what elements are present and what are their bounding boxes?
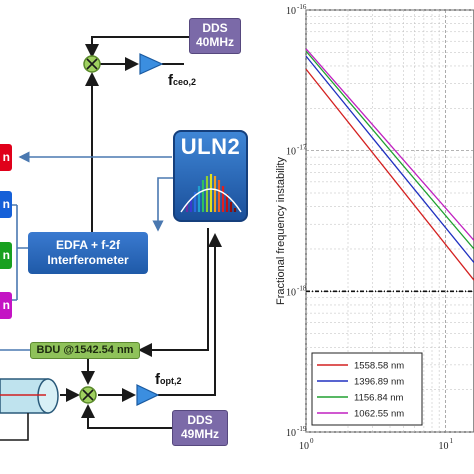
y-tick-exponent: -17: [297, 144, 307, 152]
dds-top-wire: [85, 36, 189, 58]
mixer-bottom-icon: [79, 386, 97, 404]
filter-top-icon: [139, 53, 164, 75]
f-opt-label: fopt,2: [155, 371, 182, 388]
dds-49mhz-box: DDS 49MHz: [172, 410, 228, 446]
output-box-blue-label: n: [2, 197, 10, 211]
uln2-title: ULN2: [180, 134, 241, 159]
series-line-2: [305, 55, 474, 264]
dds-bottom-line1: DDS: [187, 413, 213, 427]
bdu-label: BDU @1542.54 nm: [36, 344, 134, 356]
output-box-green: n: [0, 242, 12, 269]
legend-label-1: 1558.58 nm: [354, 361, 404, 372]
output-box-green-label: n: [2, 248, 10, 262]
output-box-magenta-label: n: [2, 298, 10, 312]
output-box-magenta: n: [0, 292, 12, 319]
legend-label-4: 1062.55 nm: [354, 409, 404, 420]
uln-to-bdu: [138, 228, 209, 357]
series-line-4: [305, 48, 474, 241]
mixer-top-icon: [83, 55, 101, 73]
dds-top-line1: DDS: [202, 21, 228, 35]
edfa-line1: EDFA + f-2f: [56, 238, 120, 252]
y-tick-exponent: -19: [297, 425, 307, 433]
x-tick-exponent: 0: [310, 437, 314, 445]
f-ceo-sub: ceo,2: [173, 77, 197, 87]
y-tick-label: 10: [286, 287, 296, 298]
edfa-to-boxes: [8, 204, 28, 301]
series-line-3: [305, 50, 474, 250]
y-tick-label: 10: [286, 428, 296, 439]
dds-bottom-wire: [81, 404, 172, 429]
f-opt-base: f: [155, 371, 160, 388]
legend-label-2: 1396.89 nm: [354, 377, 404, 388]
filter-bottom-out: [158, 233, 222, 396]
y-axis-label: Fractional frequency instability: [275, 157, 287, 305]
bdu-box: BDU @1542.54 nm: [30, 342, 140, 359]
filter-bottom-icon: [136, 384, 160, 406]
y-tick-label: 10: [286, 147, 296, 158]
x-tick-exponent: 1: [450, 437, 454, 445]
uln2-box: ULN2: [173, 130, 248, 222]
f-ceo-label: fceo,2: [168, 72, 196, 89]
f-opt-sub: opt,2: [160, 376, 182, 386]
legend-label-3: 1156.84 nm: [354, 393, 404, 404]
output-box-blue: n: [0, 191, 12, 218]
x-tick-label: 10: [299, 441, 309, 452]
y-tick-label: 10: [286, 6, 296, 17]
output-box-red: n: [0, 144, 12, 171]
dds-40mhz-box: DDS 40MHz: [189, 18, 241, 54]
dds-top-line2: 40MHz: [195, 35, 234, 49]
f-ceo-base: f: [168, 72, 173, 89]
x-tick-label: 10: [439, 441, 449, 452]
dds-bottom-line2: 49MHz: [180, 427, 219, 441]
edfa-line2: Interferometer: [47, 253, 129, 267]
laser-head-icon: [0, 378, 59, 441]
edfa-interferometer-box: EDFA + f-2f Interferometer: [28, 232, 148, 274]
uln2-spectrum-icon: [180, 174, 242, 213]
series-line-1: [305, 68, 474, 281]
y-tick-exponent: -18: [297, 284, 307, 292]
output-box-red-label: n: [2, 150, 10, 164]
y-tick-exponent: -16: [297, 3, 307, 11]
